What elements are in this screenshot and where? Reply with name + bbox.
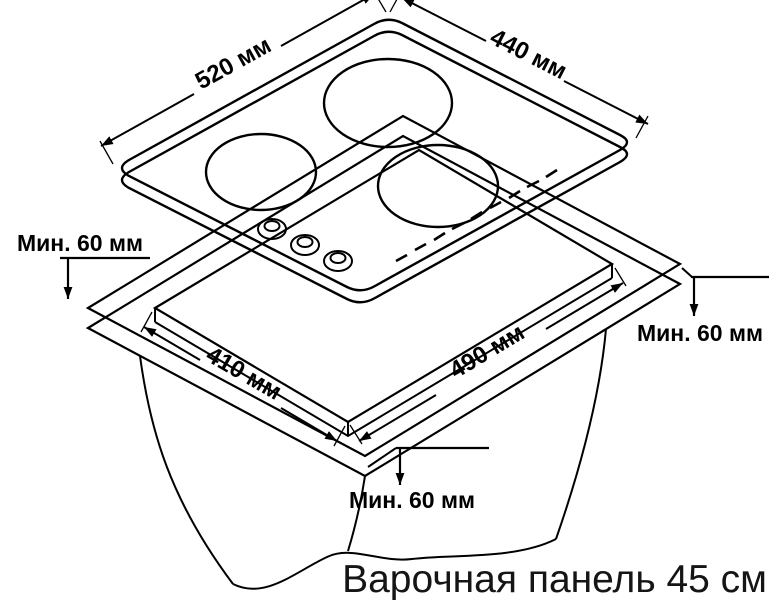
burner-left-icon — [204, 132, 318, 212]
cutout-inner-walls — [154, 264, 613, 438]
dimension-hob-520: 520 мм — [99, 0, 387, 165]
burner-right-icon — [376, 143, 500, 229]
hob — [120, 18, 629, 304]
cabinet-torn-edge — [139, 328, 607, 590]
diagram-caption: Варочная панель 45 см — [342, 558, 767, 601]
clearance-bottom: Мин. 60 мм — [349, 446, 489, 513]
cutout-width-dimension-label: 490 мм — [445, 319, 529, 384]
burner-top-icon — [322, 57, 454, 149]
cabinet-front-corner-edge — [347, 475, 366, 552]
clearance-left: Мин. 60 мм — [17, 230, 150, 299]
clearance-bottom-label: Мин. 60 мм — [349, 487, 475, 513]
hob-depth-dimension-label: 440 мм — [486, 24, 572, 85]
clearance-right: Мин. 60 мм — [637, 267, 769, 346]
clearance-right-label: Мин. 60 мм — [637, 320, 763, 346]
knob-icon — [257, 218, 287, 240]
control-knobs — [257, 218, 353, 272]
knob-icon — [323, 250, 353, 272]
vent-slots — [395, 168, 558, 263]
knob-icon — [290, 234, 320, 256]
clearance-left-label: Мин. 60 мм — [17, 230, 143, 256]
